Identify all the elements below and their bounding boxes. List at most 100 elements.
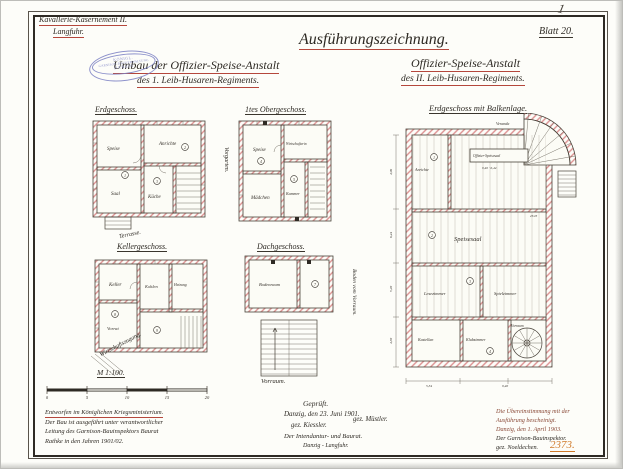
signature-right: gez. Müstler. <box>353 416 388 423</box>
room-number-circle <box>430 153 438 161</box>
scale-number: 5 <box>86 395 89 400</box>
doors-windows <box>95 260 207 329</box>
room-number: 5 <box>293 178 295 182</box>
room-number-circle <box>121 171 129 179</box>
room-label: Kohlen <box>144 284 158 289</box>
dim-label: 4,30 <box>389 338 394 344</box>
room-label: Lesezimmer <box>423 291 446 296</box>
doors-windows <box>93 121 205 190</box>
site-name-line2: Langfuhr. <box>53 27 84 38</box>
scale-number: 10 <box>125 395 130 400</box>
site-name-line1: Kavallerie-Kasernement II. <box>39 15 127 26</box>
plan-dachgeschoss-drawing: Bodenraum 7 <box>244 255 334 377</box>
ramp <box>90 351 124 377</box>
room-number: 1 <box>433 156 435 160</box>
room-label: Spielzimmer <box>494 291 516 296</box>
project-title-text1: Umbau der Offizier-Speise-Anstalt <box>113 58 280 74</box>
certificate-line: Danzig, den 1. April 1903. <box>496 425 562 433</box>
certificate-line: Ausführung bescheinigt. <box>496 416 557 424</box>
note-text: Entworfen im Königlichen Kriegsministeri… <box>45 409 164 418</box>
room-label: Saal <box>111 192 121 197</box>
porch <box>104 216 132 230</box>
note-line: Entworfen im Königlichen Kriegsministeri… <box>45 408 240 418</box>
site-place-text: Langfuhr. <box>53 27 84 38</box>
project-title-line1: Umbau der Offizier-Speise-Anstalt <box>113 58 280 74</box>
room-label: Speisesaal <box>454 236 482 243</box>
plan-obergeschoss-drawing: Speise Wirtschafterin Mädchen Kammer 4 5 <box>238 120 332 222</box>
scale-number: 20 <box>205 395 210 400</box>
room-number-circle <box>466 277 474 285</box>
room-name-box <box>469 148 529 163</box>
room-number-circle <box>111 310 119 318</box>
stair-treads <box>310 166 325 210</box>
plan-erdgeschoss-drawing: Speise Saal Anrichte Küche 1 2 3 <box>92 120 206 230</box>
note-line: Rathke in den Jahren 1901/02. <box>45 437 124 445</box>
plan-hauptplan-drawing: Anrichte Offizier-Speisesaal Veranda 9,4… <box>389 113 577 389</box>
walls <box>94 259 208 353</box>
scale-number: 0 <box>46 395 49 400</box>
room-number-circle <box>153 326 161 334</box>
plan-title-kellergeschoss-text: Kellergeschoss. <box>117 242 168 252</box>
room-label: Mädchen <box>250 196 270 201</box>
plan-title-hauptplan-text: Erdgeschoss mit Balkenlage. <box>429 103 528 114</box>
right-title-line2: des II. Leib-Husaren-Regiments. <box>401 74 525 86</box>
room-label: Speise <box>107 147 121 152</box>
certificate-notes: Die Übereinstimmung mit der Ausführung b… <box>496 408 600 453</box>
scale-label: M 1:100. <box>97 368 125 378</box>
signature-left: gez. Kiessler. <box>291 422 327 429</box>
stair-treads <box>180 316 202 348</box>
room-label: Vorrat <box>107 326 119 331</box>
inner-walls <box>411 134 547 362</box>
approval-place: Danzig - Langfuhr. <box>303 443 349 449</box>
dim-label: 25/25 <box>530 214 538 218</box>
room-number: 3 <box>156 180 158 184</box>
room-number-circle <box>153 177 161 185</box>
scale-label-text: M 1:100. <box>97 368 125 378</box>
external-stair <box>557 170 577 198</box>
dim-label: 5,34 <box>426 384 432 389</box>
scan-edge-right <box>615 1 622 468</box>
note-line: Der Bau ist ausgeführt unter verantwortl… <box>45 418 164 426</box>
approval-date: Danzig, den 23. Juni 1901. <box>284 410 360 418</box>
room-number: 9 <box>156 329 158 333</box>
drawing-title-text: Ausführungszeichnung. <box>299 31 449 50</box>
drawing-title: Ausführungszeichnung. <box>299 31 449 50</box>
plan-title-dachgeschoss-text: Dachgeschoss. <box>257 242 305 252</box>
room-label: Bodenraum <box>259 282 281 287</box>
inner-border <box>33 15 605 457</box>
room-label: Veranda <box>496 121 509 126</box>
note-line: Leitung des Garnison-Bauinspektors Baura… <box>45 428 159 436</box>
room-number: 2 <box>431 234 433 238</box>
scale-bar: 0 5 10 15 20 <box>46 386 210 400</box>
plan-title-erdgeschoss-text: Erdgeschoss. <box>95 105 138 115</box>
project-title-line2: des 1. Leib-Husaren-Regiments. <box>137 76 260 88</box>
room-label: Vorraum <box>511 324 524 328</box>
approval-label: Geprüft. <box>303 399 329 408</box>
erdgeschoss-side-label: Vorgarten. <box>223 147 229 173</box>
plan-title-obergeschoss: 1tes Obergeschoss. <box>245 105 307 115</box>
site-name-text: Kavallerie-Kasernement II. <box>39 15 127 26</box>
stair-detail <box>260 319 318 377</box>
dim-label: 4,96 <box>389 169 394 175</box>
room-number-circle <box>290 175 298 183</box>
walls <box>92 120 206 218</box>
plan-title-obergeschoss-text: 1tes Obergeschoss. <box>245 105 307 115</box>
plan-kellergeschoss-drawing: Keller Kohlen Heizung Vorrat 8 9 <box>90 259 208 377</box>
room-label: Speise <box>253 148 267 153</box>
chimneys <box>263 121 299 221</box>
stair-caption: Vorraum. <box>261 378 286 385</box>
certificate-line: gez. Noeldechen. <box>496 443 539 451</box>
room-number: 8 <box>114 313 116 317</box>
plan-title-kellergeschoss: Kellergeschoss. <box>117 242 168 252</box>
room-number-circle <box>486 347 494 355</box>
room-number: 7 <box>314 283 316 287</box>
plan-title-dachgeschoss: Dachgeschoss. <box>257 242 305 252</box>
room-number-circle <box>181 143 189 151</box>
beam-layout <box>412 135 546 317</box>
room-number-circle <box>428 231 436 239</box>
room-number: 4 <box>489 350 491 354</box>
right-title-text1: Offizier-Speise-Anstalt <box>411 56 521 72</box>
room-number: 2 <box>184 146 186 150</box>
right-title-line1: Offizier-Speise-Anstalt <box>411 56 521 72</box>
outer-border <box>28 11 608 459</box>
